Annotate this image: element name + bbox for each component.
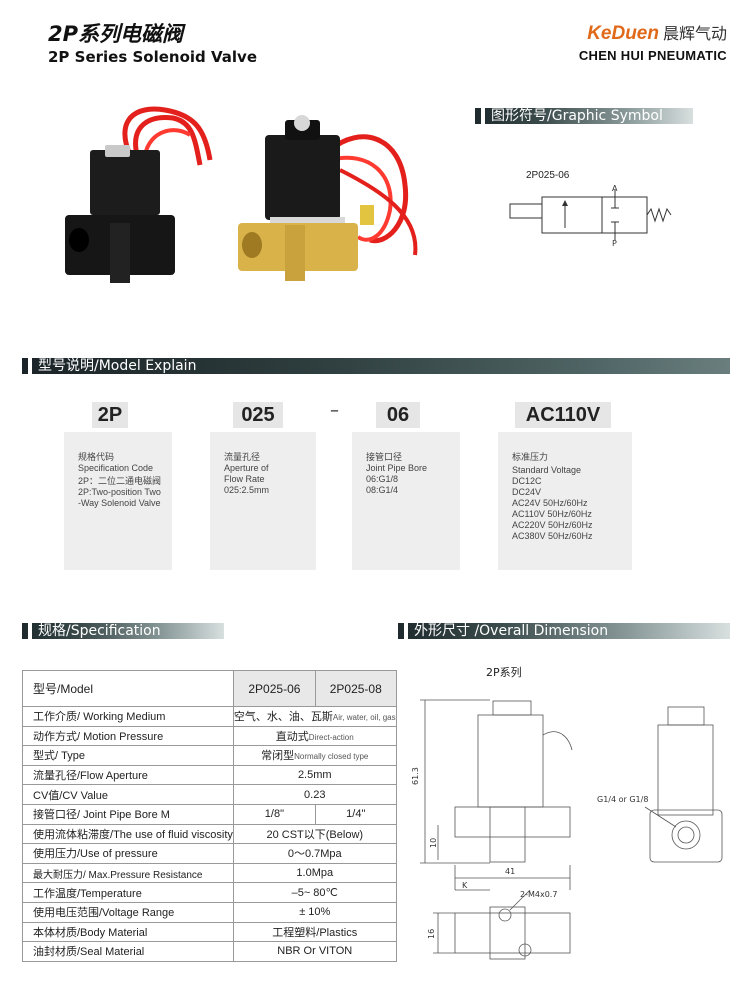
dim-holes: 2-M4x0.7 [520, 890, 557, 899]
table-cell: 20 CST以下(Below) [232, 823, 397, 845]
dim-10: 10 [429, 838, 438, 848]
code-series: 2P [92, 402, 128, 428]
section-title-specification: 规格/Specification [38, 623, 161, 639]
brand-name: KeDuen [587, 23, 659, 44]
table-cell: 动作方式/ Motion Pressure [22, 725, 234, 747]
table-cell: 工作介质/ Working Medium [22, 706, 234, 727]
table-cell: 本体材质/Body Material [22, 921, 234, 943]
dim-41: 41 [505, 867, 515, 876]
section-title-graphic-symbol: 图形符号/Graphic Symbol [491, 108, 663, 124]
table-cell: 2P025-08 [314, 670, 397, 707]
table-cell: 直动式Direct-action [232, 725, 397, 747]
dim-16: 16 [427, 929, 436, 939]
code-bore: 06 [376, 402, 420, 428]
table-row: CV值/CV Value 0.23 [22, 784, 397, 805]
table-row: 使用压力/Use of pressure 0～0.7Mpa [22, 843, 397, 864]
section-bar-specification: 规格/Specification [22, 623, 224, 639]
table-row: 接管口径/ Joint Pipe Bore M 1/8" 1/4" [22, 803, 397, 825]
table-row: 油封材质/Seal Material NBR Or VITON [22, 941, 397, 962]
table-cell: 2.5mm [232, 764, 397, 786]
desc-specification-code: 规格代码 Specification Code 2P：二位二通电磁阀 2P:Tw… [64, 432, 172, 570]
table-cell: 2P025-06 [232, 670, 316, 707]
dim-k: K [462, 881, 468, 890]
table-cell: 使用电压范围/Voltage Range [22, 901, 234, 923]
table-cell: 流量孔径/Flow Aperture [22, 764, 234, 786]
table-row: 工作温度/Temperature –5~ 80℃ [22, 882, 397, 903]
section-bar-model-explain: 型号说明/Model Explain [22, 358, 730, 374]
desc-pipe-bore: 接管口径 Joint Pipe Bore 06:G1/8 08:G1/4 [352, 432, 460, 570]
page-title-en: 2P Series Solenoid Valve [48, 48, 258, 66]
table-cell: 0.23 [232, 784, 397, 805]
table-cell: 1.0Mpa [232, 862, 397, 884]
table-cell: –5~ 80℃ [232, 882, 397, 903]
section-title-model-explain: 型号说明/Model Explain [38, 358, 197, 374]
dimension-series: 2P系列 [486, 666, 522, 679]
table-cell: 工作温度/Temperature [22, 882, 234, 903]
table-cell: 常闭型Normally closed type [232, 745, 397, 766]
table-cell: 使用流体粘滞度/The use of fluid viscosity [22, 823, 234, 845]
table-cell: 使用压力/Use of pressure [22, 843, 234, 864]
graphic-symbol-diagram: A P [509, 184, 672, 247]
dimension-drawing: 61.3 10 41 K G1/4 or G1/8 2-M4x0.7 16 [411, 699, 723, 960]
table-cell: 最大耐压力/ Max.Pressure Resistance [22, 862, 234, 884]
table-row: 流量孔径/Flow Aperture 2.5mm [22, 764, 397, 786]
symbol-port-a: A [612, 184, 618, 193]
table-cell: 空气、水、油、瓦斯Air, water, oil, gas [232, 706, 397, 727]
table-row: 最大耐压力/ Max.Pressure Resistance 1.0Mpa [22, 862, 397, 884]
company-name: CHEN HUI PNEUMATIC [578, 48, 727, 63]
table-cell: 1/8" [232, 803, 316, 825]
table-row: 型式/ Type 常闭型Normally closed type [22, 745, 397, 766]
table-cell: CV值/CV Value [22, 784, 234, 805]
symbol-model: 2P025-06 [526, 170, 570, 181]
table-cell: 型号/Model [22, 670, 234, 707]
table-cell: 型式/ Type [22, 745, 234, 766]
code-voltage: AC110V [515, 402, 611, 428]
table-row: 动作方式/ Motion Pressure 直动式Direct-action [22, 725, 397, 747]
desc-voltage: 标准压力 Standard Voltage DC12C DC24V AC24V … [498, 432, 632, 570]
table-header-row: 型号/Model 2P025-06 2P025-08 [22, 670, 397, 707]
table-cell: 1/4" [314, 803, 397, 825]
code-dash: – [330, 400, 339, 421]
table-row: 工作介质/ Working Medium 空气、水、油、瓦斯Air, water… [22, 706, 397, 727]
spec-table: 型号/Model 2P025-06 2P025-08 工作介质/ Working… [22, 670, 397, 962]
dim-height: 61.3 [411, 767, 420, 785]
table-cell: 0～0.7Mpa [232, 843, 397, 864]
table-row: 使用电压范围/Voltage Range ± 10% [22, 901, 397, 923]
table-row: 使用流体粘滞度/The use of fluid viscosity 20 CS… [22, 823, 397, 845]
section-bar-graphic-symbol: 图形符号/Graphic Symbol [475, 108, 693, 124]
table-cell: 工程塑料/Plastics [232, 921, 397, 943]
table-cell: ± 10% [232, 901, 397, 923]
table-row: 本体材质/Body Material 工程塑料/Plastics [22, 921, 397, 943]
code-aperture: 025 [233, 402, 283, 428]
section-bar-overall-dimension: 外形尺寸 /Overall Dimension [398, 623, 730, 639]
brand-name-cn: 晨辉气动 [662, 24, 727, 43]
page-title-cn: 2P系列电磁阀 [48, 22, 184, 46]
table-cell: NBR Or VITON [232, 941, 397, 962]
section-title-overall-dimension: 外形尺寸 /Overall Dimension [414, 623, 609, 639]
valve-photo-brass [238, 115, 418, 281]
valve-photo-plastic [65, 106, 213, 283]
dim-thread: G1/4 or G1/8 [597, 795, 648, 804]
desc-aperture: 流量孔径 Aperture of Flow Rate 025:2.5mm [210, 432, 316, 570]
table-cell: 油封材质/Seal Material [22, 941, 234, 962]
symbol-port-p: P [612, 239, 617, 247]
table-cell: 接管口径/ Joint Pipe Bore M [22, 803, 234, 825]
